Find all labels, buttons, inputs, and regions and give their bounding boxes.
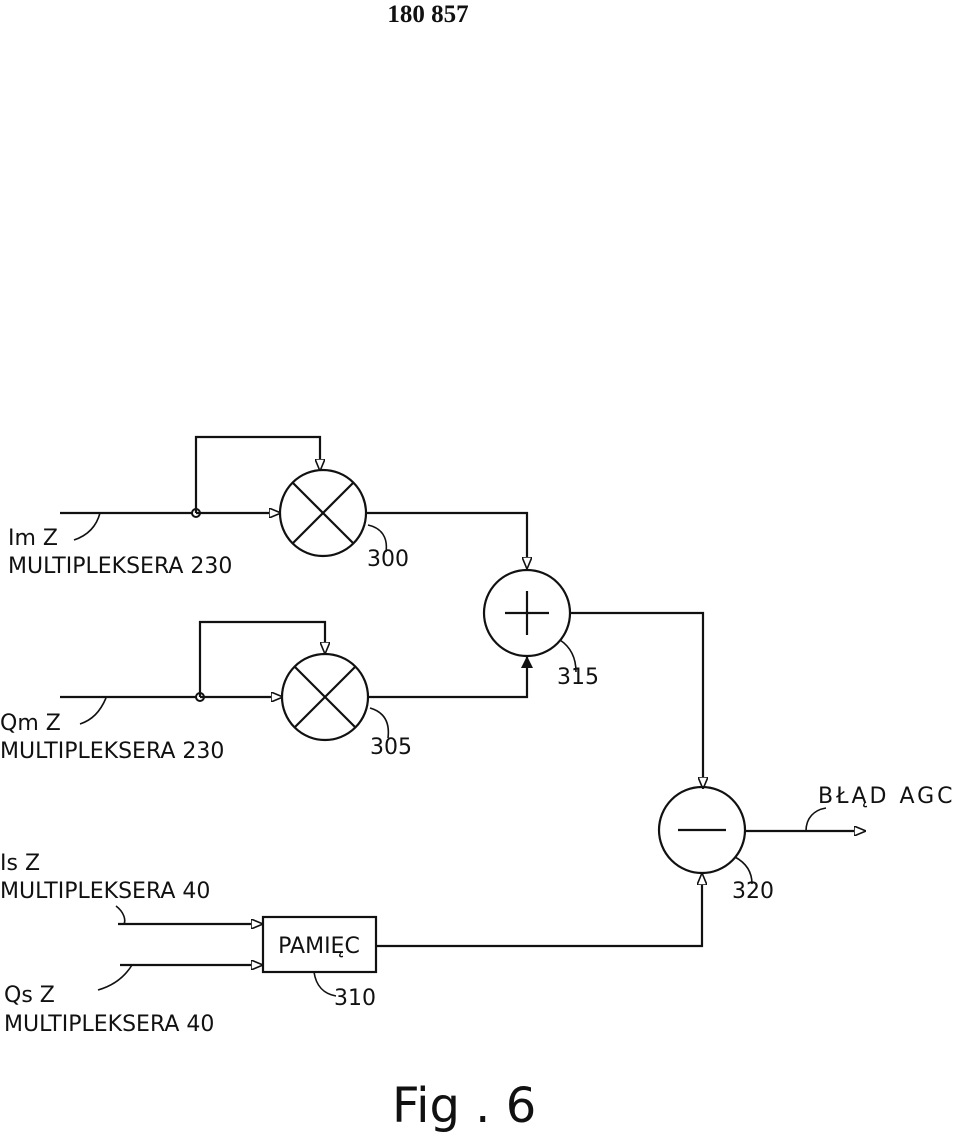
qs-label-leader <box>97 964 133 991</box>
figure-caption: Fig . 6 <box>392 1078 536 1134</box>
multiplier-305 <box>280 652 370 742</box>
memory-label: PAMIĘC <box>278 934 360 959</box>
adder-to-subtractor-line <box>570 611 703 788</box>
ref-300-leader <box>367 524 388 553</box>
ref-315: 315 <box>557 665 599 690</box>
ref-315-leader <box>559 639 577 673</box>
subtractor-320 <box>657 785 747 875</box>
qm-label-line1: Qm Z <box>0 711 61 736</box>
qs-label-line1: Qs Z <box>4 983 55 1008</box>
ref-305: 305 <box>370 735 412 760</box>
memory-to-subtractor-line <box>376 874 702 948</box>
output-label-leader <box>805 807 827 832</box>
page-number: 180 857 <box>387 1 468 28</box>
memory-block-310 <box>261 915 378 974</box>
ref-300: 300 <box>367 547 409 572</box>
multiplier-300 <box>278 468 368 558</box>
ref-310: 310 <box>334 986 376 1011</box>
im-square-feedback-line <box>194 435 320 513</box>
qm-label-leader <box>79 697 107 725</box>
im-label-leader <box>73 512 101 541</box>
output-label: BŁĄD AGC <box>818 784 956 809</box>
ref-320: 320 <box>732 879 774 904</box>
ref-320-leader <box>734 856 753 885</box>
is-label-line2: MULTIPLEKSERA 40 <box>0 879 210 904</box>
im-label-line1: Im Z <box>8 526 58 551</box>
multiplier-300-to-adder-line <box>366 511 527 568</box>
qm-square-feedback-line <box>198 620 325 697</box>
qs-label-line2: MULTIPLEKSERA 40 <box>4 1012 214 1037</box>
multiplier-305-to-adder-line <box>368 656 533 699</box>
ref-310-leader <box>313 971 337 997</box>
ref-305-leader <box>369 707 390 739</box>
is-label-line1: Is Z <box>0 851 40 876</box>
qm-label-line2: MULTIPLEKSERA 230 <box>0 739 224 764</box>
im-label-line2: MULTIPLEKSERA 230 <box>8 554 232 579</box>
is-label-leader <box>115 905 126 925</box>
adder-315 <box>482 568 572 658</box>
